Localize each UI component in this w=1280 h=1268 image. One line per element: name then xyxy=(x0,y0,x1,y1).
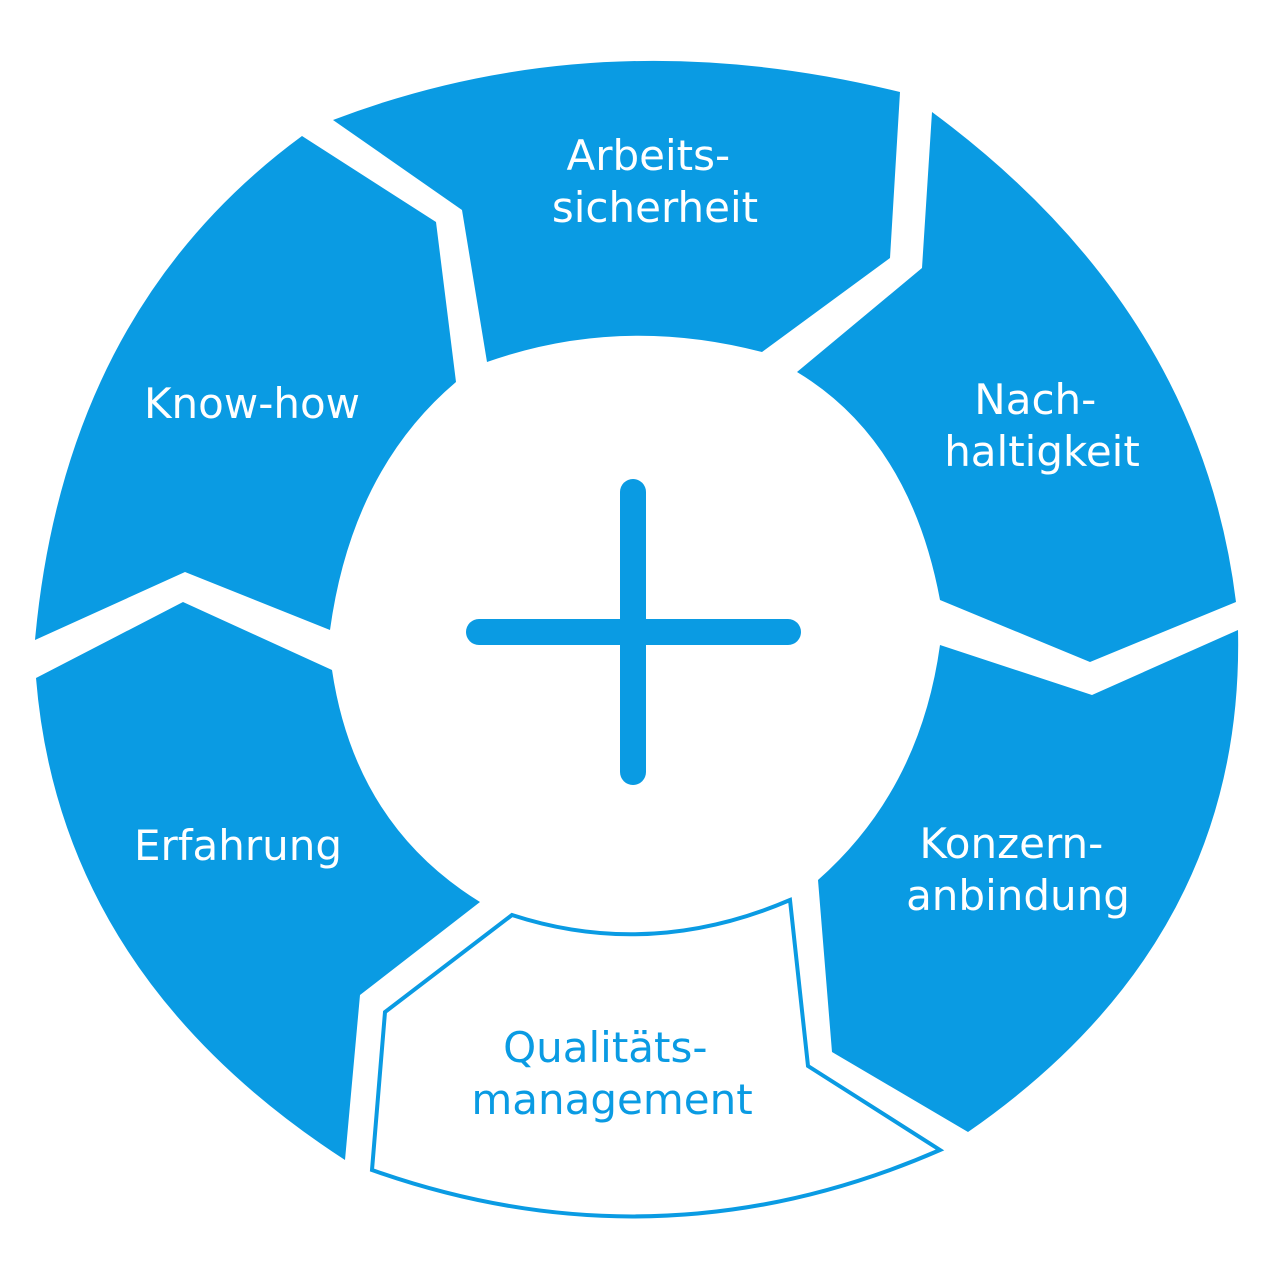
plus-icon xyxy=(466,479,801,785)
label-line: haltigkeit xyxy=(944,427,1140,476)
label-knowhow: Know-how xyxy=(144,379,360,428)
segment-knowhow xyxy=(35,136,456,640)
label-nachhaltigkeit: Nach- haltigkeit xyxy=(944,375,1140,476)
segment-qualitaetsmanagement xyxy=(369,897,945,1219)
segment-konzernanbindung xyxy=(818,630,1239,1132)
label-line: Arbeits- xyxy=(566,131,730,180)
label-konzernanbindung: Konzern- anbindung xyxy=(906,819,1130,920)
segment-nachhaltigkeit xyxy=(797,112,1236,662)
label-line: Qualitäts- xyxy=(503,1023,707,1072)
segment-arbeitssicherheit xyxy=(333,60,900,363)
label-qualitaetsmanagement: Qualitäts- management xyxy=(471,1023,752,1124)
label-line: sicherheit xyxy=(552,183,758,232)
label-erfahrung: Erfahrung xyxy=(134,821,342,870)
segment-erfahrung xyxy=(36,602,480,1160)
label-line: Konzern- xyxy=(919,819,1103,868)
label-line: Nach- xyxy=(974,375,1096,424)
label-line: anbindung xyxy=(906,871,1130,920)
label-line: Know-how xyxy=(144,379,360,428)
label-line: Erfahrung xyxy=(134,821,342,870)
label-arbeitssicherheit: Arbeits- sicherheit xyxy=(552,131,758,232)
label-line: management xyxy=(471,1075,752,1124)
